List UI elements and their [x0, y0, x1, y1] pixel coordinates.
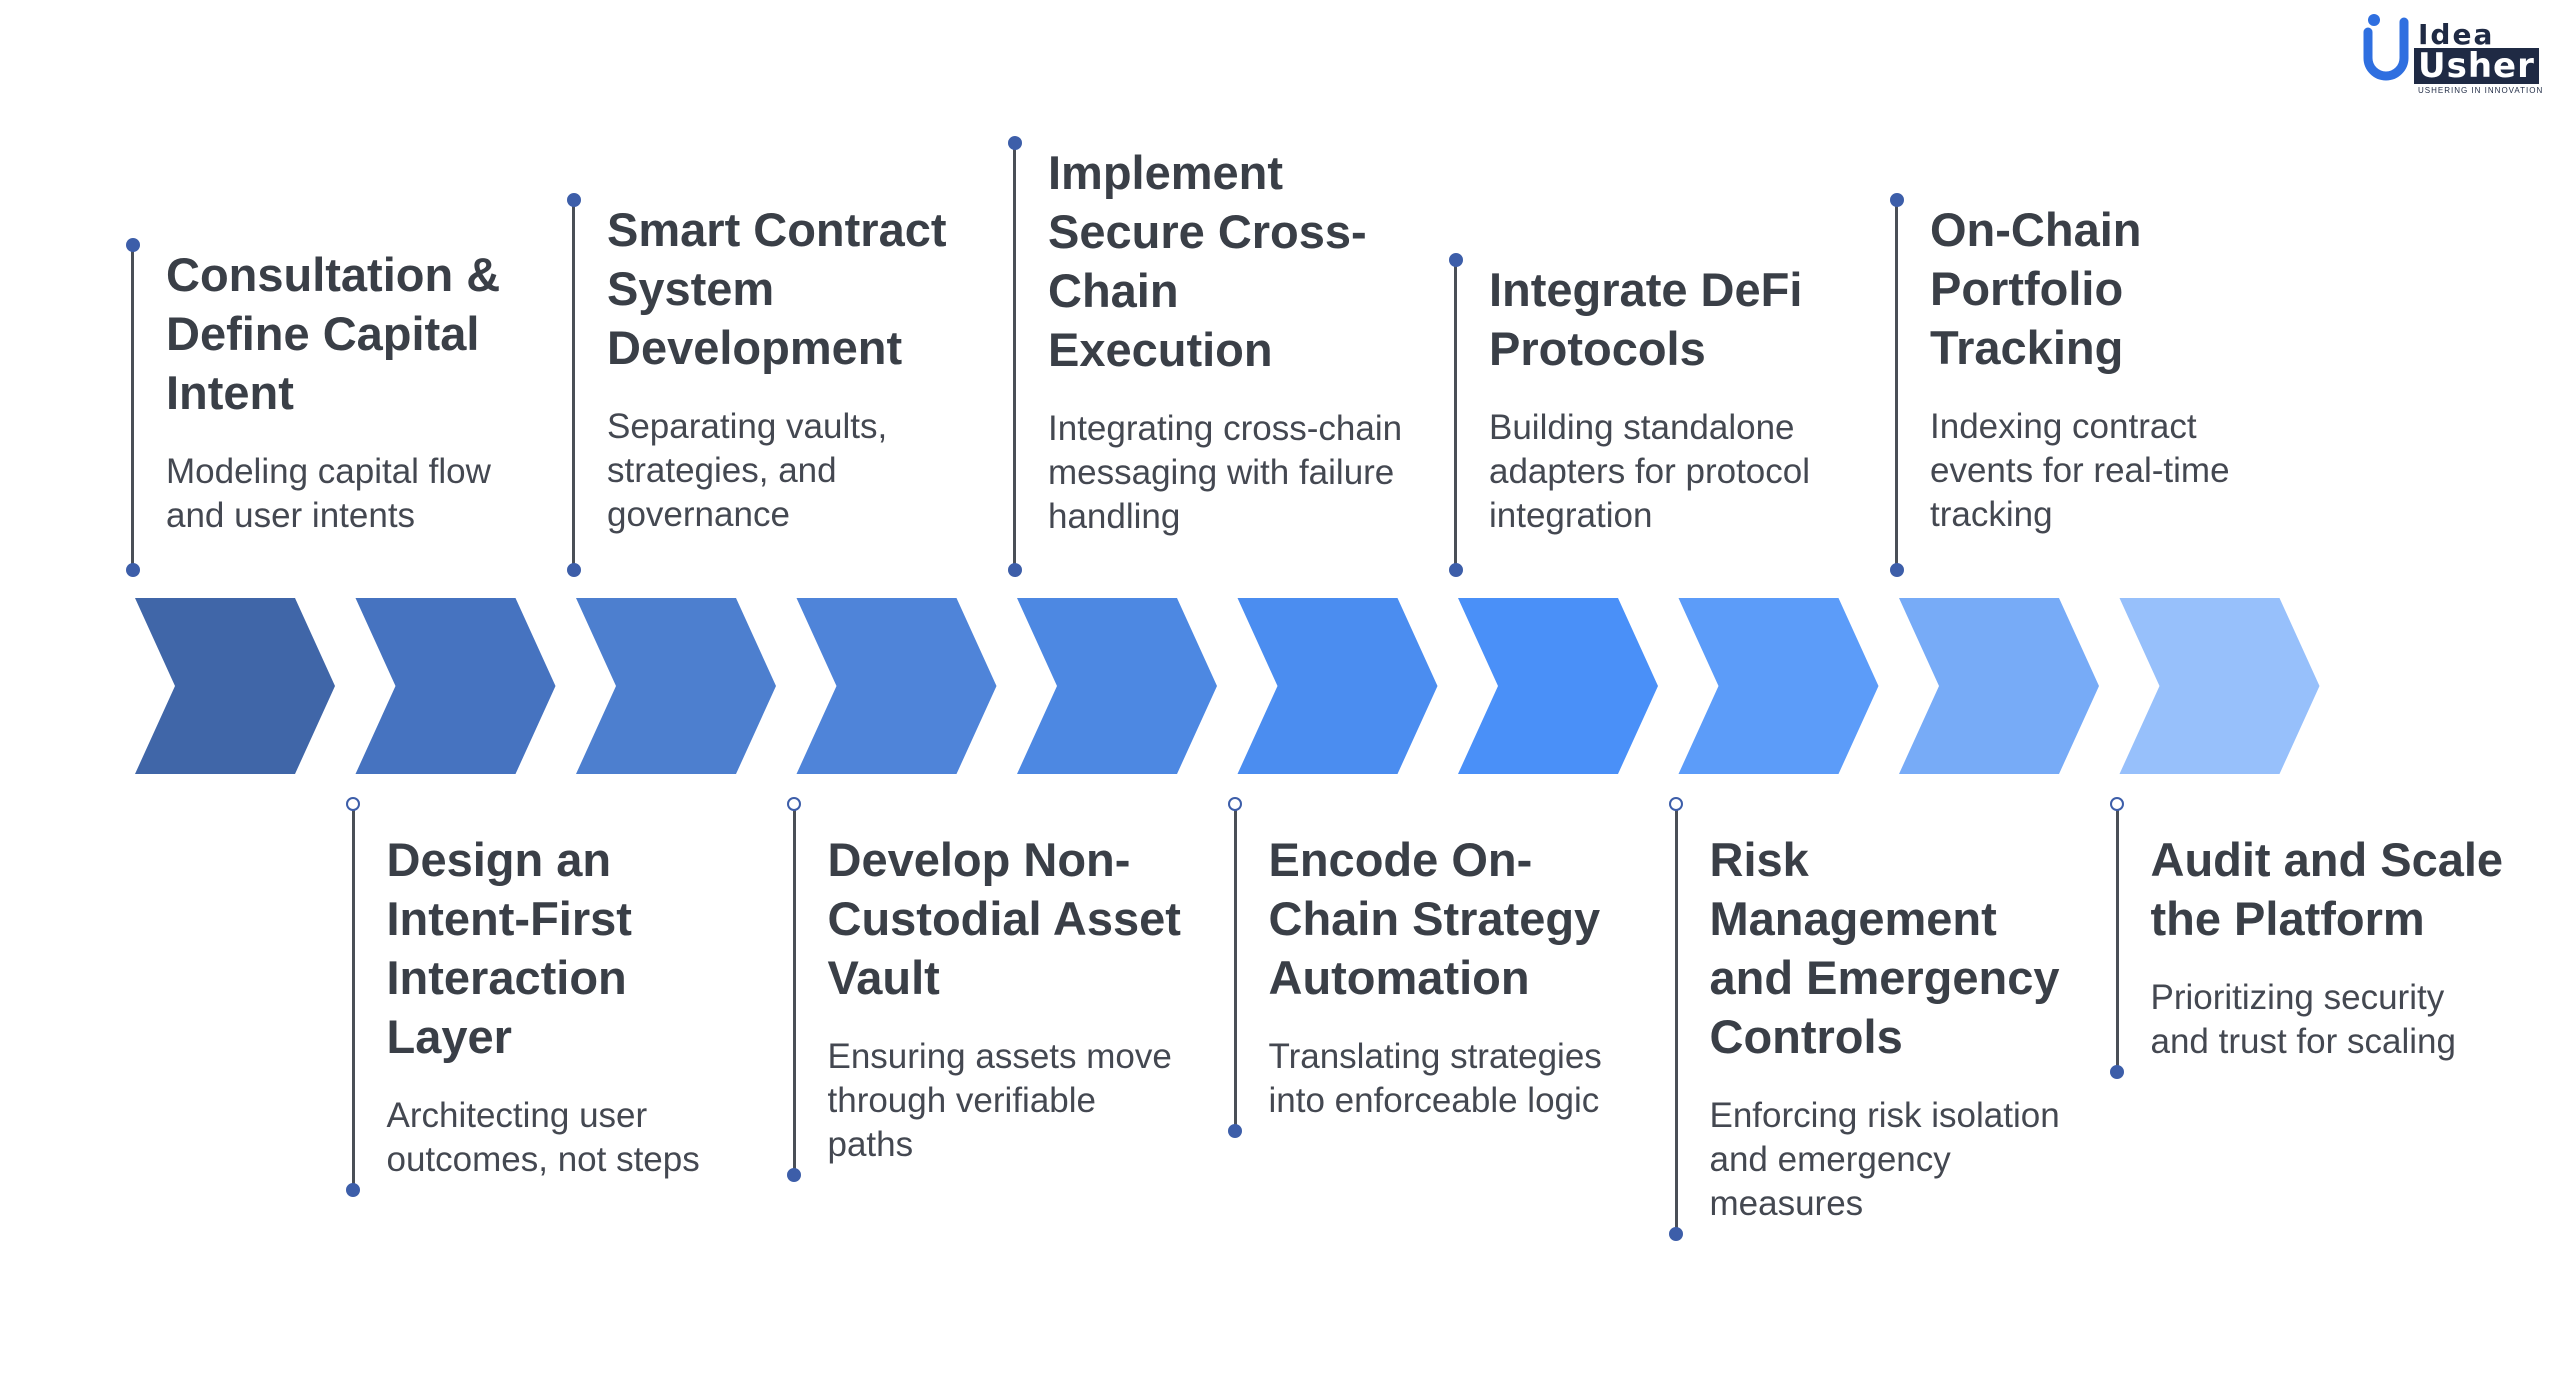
- step-dot-start: [1669, 797, 1683, 811]
- logo-tagline: USHERING IN INNOVATION: [2418, 86, 2544, 95]
- logo-word-idea: Idea: [2418, 18, 2495, 51]
- step-description: Enforcing risk isolation and emergency m…: [1709, 1096, 2060, 1223]
- step-dot-start: [1007, 136, 1022, 150]
- step-title: Integrate DeFi Protocols: [1489, 263, 1803, 375]
- chevron-step-3: [576, 598, 776, 774]
- step-dot-start: [1889, 193, 1904, 207]
- step-dot-end: [787, 1168, 801, 1182]
- step-connector-line: [792, 804, 796, 1175]
- step-connector-line: [572, 200, 575, 570]
- step-dot-end: [346, 1183, 360, 1197]
- step-description: Modeling capital flow and user intents: [166, 452, 491, 535]
- step-connector-line: [2115, 804, 2119, 1072]
- step-title: On-Chain Portfolio Tracking: [1930, 203, 2142, 374]
- step-connector-line: [1454, 260, 1457, 570]
- chevron-step-2: [355, 598, 556, 774]
- step-dot-end: [125, 563, 140, 577]
- step-description: Architecting user outcomes, not steps: [386, 1096, 700, 1179]
- step-dot-end: [1007, 563, 1022, 577]
- chevron-step-6: [1237, 598, 1438, 774]
- chevron-step-4: [796, 598, 997, 774]
- chevron-step-5: [1017, 598, 1217, 774]
- step-connector-line: [1233, 804, 1237, 1131]
- chevron-step-8: [1678, 598, 1879, 774]
- chevron-step-7: [1458, 598, 1658, 774]
- step-dot-start: [1228, 797, 1242, 811]
- step-description: Translating strategies into enforceable …: [1268, 1037, 1602, 1120]
- step-description: Indexing contract events for real-time t…: [1930, 407, 2230, 534]
- step-title: Encode On-Chain Strategy Automation: [1268, 833, 1601, 1004]
- step-description: Prioritizing security and trust for scal…: [2150, 978, 2456, 1061]
- step-description: Separating vaults, strategies, and gover…: [607, 407, 888, 534]
- step-connector-line: [131, 245, 134, 570]
- step-dot-start: [1448, 253, 1463, 267]
- step-dot-start: [566, 193, 581, 207]
- step-dot-end: [1889, 563, 1904, 577]
- chevron-step-9: [1899, 598, 2099, 774]
- logo-mark-icon: [2363, 14, 2409, 81]
- step-connector-line: [1013, 143, 1016, 570]
- step-dot-start: [346, 797, 360, 811]
- step-description: Integrating cross-chain messaging with f…: [1048, 409, 1403, 536]
- step-description: Building standalone adapters for protoco…: [1489, 408, 1811, 535]
- step-2: Design an Intent-First Interaction Layer…: [346, 0, 732, 1398]
- step-dot-end: [1669, 1227, 1683, 1241]
- step-dot-start: [2110, 797, 2124, 811]
- step-title: Audit and Scale the Platform: [2150, 833, 2504, 945]
- step-description: Ensuring assets move through verifiable …: [827, 1037, 1172, 1164]
- step-title: Develop Non-Custodial Asset Vault: [827, 833, 1181, 1004]
- step-dot-end: [1448, 563, 1463, 577]
- step-dot-end: [2110, 1065, 2124, 1079]
- logo-word-usher: Usher: [2414, 48, 2539, 84]
- step-connector-line: [1895, 200, 1898, 570]
- step-dot-end: [566, 563, 581, 577]
- ideausher-logo: Idea Usher USHERING IN INNOVATION: [2360, 10, 2560, 95]
- step-title: Design an Intent-First Interaction Layer: [386, 833, 632, 1063]
- step-dot-end: [1228, 1124, 1242, 1138]
- step-title: Consultation & Define Capital Intent: [166, 248, 501, 419]
- step-dot-start: [125, 238, 140, 252]
- chevron-step-10: [2119, 598, 2320, 774]
- step-title: Risk Management and Emergency Controls: [1709, 833, 2060, 1063]
- chevron-step-1: [135, 598, 335, 774]
- step-dot-start: [787, 797, 801, 811]
- step-connector-line: [351, 804, 355, 1190]
- step-connector-line: [1674, 804, 1678, 1234]
- step-title: Smart Contract System Development: [607, 203, 947, 374]
- step-title: Implement Secure Cross-Chain Execution: [1048, 146, 1367, 376]
